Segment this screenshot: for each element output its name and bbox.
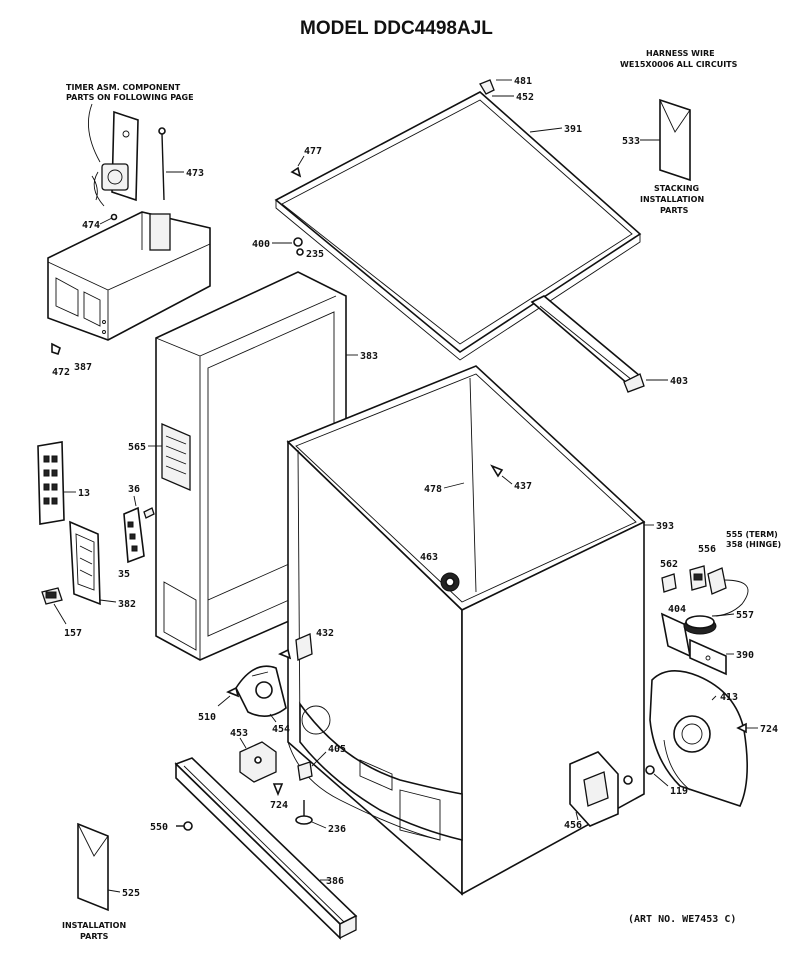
timer-note-leader <box>87 103 101 163</box>
stacking-note-line2: INSTALLATION <box>640 195 704 204</box>
label-453: 453 <box>230 728 248 739</box>
screw-119 <box>645 765 655 775</box>
label-510: 510 <box>198 712 216 723</box>
hinge-note: 358 (HINGE) <box>726 540 781 549</box>
stacking-note-line1: STACKING <box>654 184 699 193</box>
label-386: 386 <box>326 876 344 887</box>
install-parts-525 <box>77 822 109 912</box>
label-403: 403 <box>670 376 688 387</box>
label-478: 478 <box>424 484 442 495</box>
control-panel-13 <box>37 441 65 525</box>
label-383: 383 <box>360 351 378 362</box>
harness-plug-358 <box>707 567 749 617</box>
screw-437 <box>490 464 504 478</box>
bracket-382 <box>69 520 101 606</box>
label-562: 562 <box>660 559 678 570</box>
label-387: 387 <box>74 362 92 373</box>
label-413: 413 <box>720 692 738 703</box>
label-236: 236 <box>328 824 346 835</box>
label-391: 391 <box>564 124 582 135</box>
label-157: 157 <box>64 628 82 639</box>
plate-390 <box>689 638 727 676</box>
switch-35 <box>123 506 155 564</box>
label-390: 390 <box>736 650 754 661</box>
label-235: 235 <box>306 249 324 260</box>
rear-cover-413 <box>649 670 748 807</box>
label-565: 565 <box>128 442 146 453</box>
terminal-562 <box>661 573 677 593</box>
label-36: 36 <box>128 484 140 495</box>
door-switch-157 <box>41 587 63 605</box>
hinge-pin-481 <box>479 79 495 95</box>
label-432: 432 <box>316 628 334 639</box>
install-note-line2: PARTS <box>80 932 109 941</box>
label-454: 454 <box>272 724 290 735</box>
label-533: 533 <box>622 136 640 147</box>
label-474: 474 <box>82 220 100 231</box>
screw-477 <box>290 166 302 178</box>
leveling-leg-236 <box>295 800 313 825</box>
timer-shaft-473 <box>158 127 166 201</box>
label-452: 452 <box>516 92 534 103</box>
label-404: 404 <box>668 604 686 615</box>
label-400: 400 <box>252 239 270 250</box>
label-481: 481 <box>514 76 532 87</box>
screw-510 <box>226 686 240 698</box>
label-724-rear: 724 <box>760 724 778 735</box>
label-557: 557 <box>736 610 754 621</box>
term-note: 555 (TERM) <box>726 530 778 539</box>
bracket-456 <box>569 751 633 827</box>
stacking-parts-533 <box>659 98 691 182</box>
control-console-387 <box>47 211 211 341</box>
bearing-463 <box>440 572 460 592</box>
thermostat-557 <box>683 615 717 635</box>
label-473: 473 <box>186 168 204 179</box>
label-472: 472 <box>52 367 70 378</box>
harness-note-line2: WE15X0006 ALL CIRCUITS <box>620 60 738 69</box>
timer-assembly <box>91 110 139 207</box>
screw-550 <box>176 821 193 831</box>
timer-note-line1: TIMER ASM. COMPONENT <box>66 83 181 92</box>
cabinet-393 <box>286 365 646 896</box>
screw-724-front <box>272 783 284 797</box>
label-382: 382 <box>118 599 136 610</box>
bracket-454 <box>235 665 287 717</box>
label-119: 119 <box>670 786 688 797</box>
top-rail-403 <box>530 295 645 393</box>
label-550: 550 <box>150 822 168 833</box>
label-463: 463 <box>420 552 438 563</box>
label-525: 525 <box>122 888 140 899</box>
clip-405 <box>297 761 313 781</box>
label-437: 437 <box>514 481 532 492</box>
screw-400 <box>293 237 304 256</box>
label-456: 456 <box>564 820 582 831</box>
stacking-note-line3: PARTS <box>660 206 689 215</box>
label-35: 35 <box>118 569 130 580</box>
hinge-432 <box>295 633 313 661</box>
art-number: (ART NO. WE7453 C) <box>628 914 736 925</box>
harness-note-line1: HARNESS WIRE <box>646 49 715 58</box>
label-393: 393 <box>656 521 674 532</box>
page-title: MODEL DDC4498AJL <box>300 18 493 39</box>
top-panel-391 <box>274 91 642 361</box>
toe-kick-386 <box>174 757 358 940</box>
label-477: 477 <box>304 146 322 157</box>
label-405: 405 <box>328 744 346 755</box>
terminal-block-556 <box>689 565 707 591</box>
install-note-line1: INSTALLATION <box>62 921 126 930</box>
label-556: 556 <box>698 544 716 555</box>
label-724-front: 724 <box>270 800 288 811</box>
label-13: 13 <box>78 488 90 499</box>
bracket-453 <box>239 741 277 783</box>
timer-note-line2: PARTS ON FOLLOWING PAGE <box>66 93 194 102</box>
cover-565 <box>161 423 191 491</box>
